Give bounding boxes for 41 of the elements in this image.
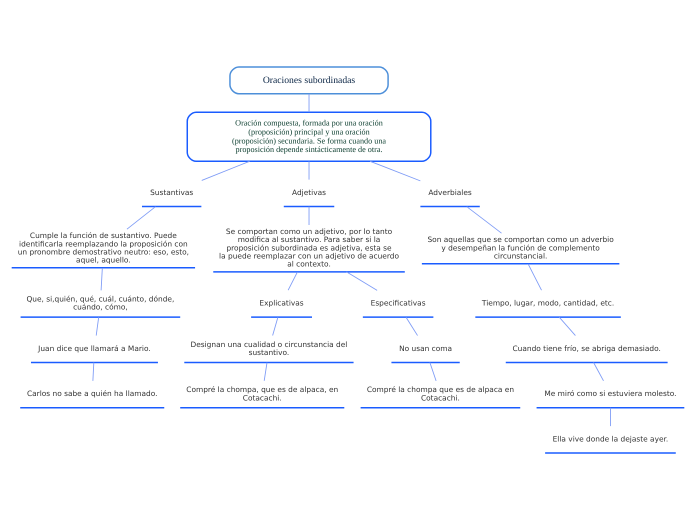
connector — [406, 316, 418, 336]
node-text: Me miró como si estuviera molesto. — [544, 389, 677, 398]
connector — [272, 316, 278, 336]
connector — [100, 268, 103, 291]
node-text: Ella vive donde la dejaste ayer. — [552, 434, 668, 444]
connector — [264, 362, 268, 382]
node-text: Compré la chompa, que es de alpaca, en Cotacachi. — [186, 385, 338, 402]
node-text: Designan una cualidad o circunstancia del sustantivo. — [190, 340, 348, 358]
connector — [201, 160, 250, 181]
connector — [346, 271, 378, 291]
connector — [370, 160, 421, 182]
connector — [308, 206, 310, 226]
node-text: Adjetivas — [292, 188, 326, 198]
connector — [528, 264, 542, 291]
node-text: Carlos no sabe a quién ha llamado. — [26, 389, 158, 398]
connector — [288, 272, 298, 291]
connector — [466, 206, 502, 234]
connector — [610, 407, 611, 427]
node-text: Que, si,quién, qué, cuál, cuánto, dónde, cuándo, cómo, — [26, 294, 174, 312]
connector — [593, 362, 604, 382]
connector — [126, 206, 156, 230]
connector — [308, 161, 310, 180]
node-text: Especificativas — [370, 298, 426, 308]
connector — [96, 316, 100, 336]
node-text: Cumple la función de sustantivo. Puede identificarla reemplazando la proposición con un pronombre demostrativo neutro: eso, esto, aquel, aquello. — [18, 231, 190, 265]
node-text: Adverbiales — [428, 188, 472, 198]
node-text: Compré la chompa que es de alpaca en Cotacachi. — [366, 385, 514, 402]
node-text: Explicativas — [259, 298, 304, 308]
node-text: Juan dice que llamará a Mario. — [38, 344, 151, 353]
node-text: Cuando tiene frío, se abriga demasiado. — [512, 344, 661, 353]
node-text: Se comportan como un adjetivo, por lo tanto modifica al sustantivo. Para saber si la proposición subordinada es adjetiva, esta se la puede reemplazar con un adjetivo de acuerdo al contexto. — [219, 227, 399, 269]
node-text: Sustantivas — [150, 188, 194, 198]
node-box: Oración compuesta, formada por una oración (proposición) principal y una oración (proposición) secundaria. Se forma cuando una proposición depende sintácticamente de otra. — [186, 112, 432, 162]
connector — [558, 316, 576, 336]
connector — [92, 362, 94, 382]
node-text: No usan coma — [399, 344, 452, 353]
connector — [429, 362, 437, 382]
node-text: Tiempo, lugar, modo, cantidad, etc. — [482, 298, 614, 308]
connector — [308, 93, 310, 113]
node-text: Son aquellas que se comportan como un adverbio y desempeñan la función de complemento circunstancial. — [427, 235, 614, 261]
node-box: Oraciones subordinadas — [229, 66, 389, 94]
